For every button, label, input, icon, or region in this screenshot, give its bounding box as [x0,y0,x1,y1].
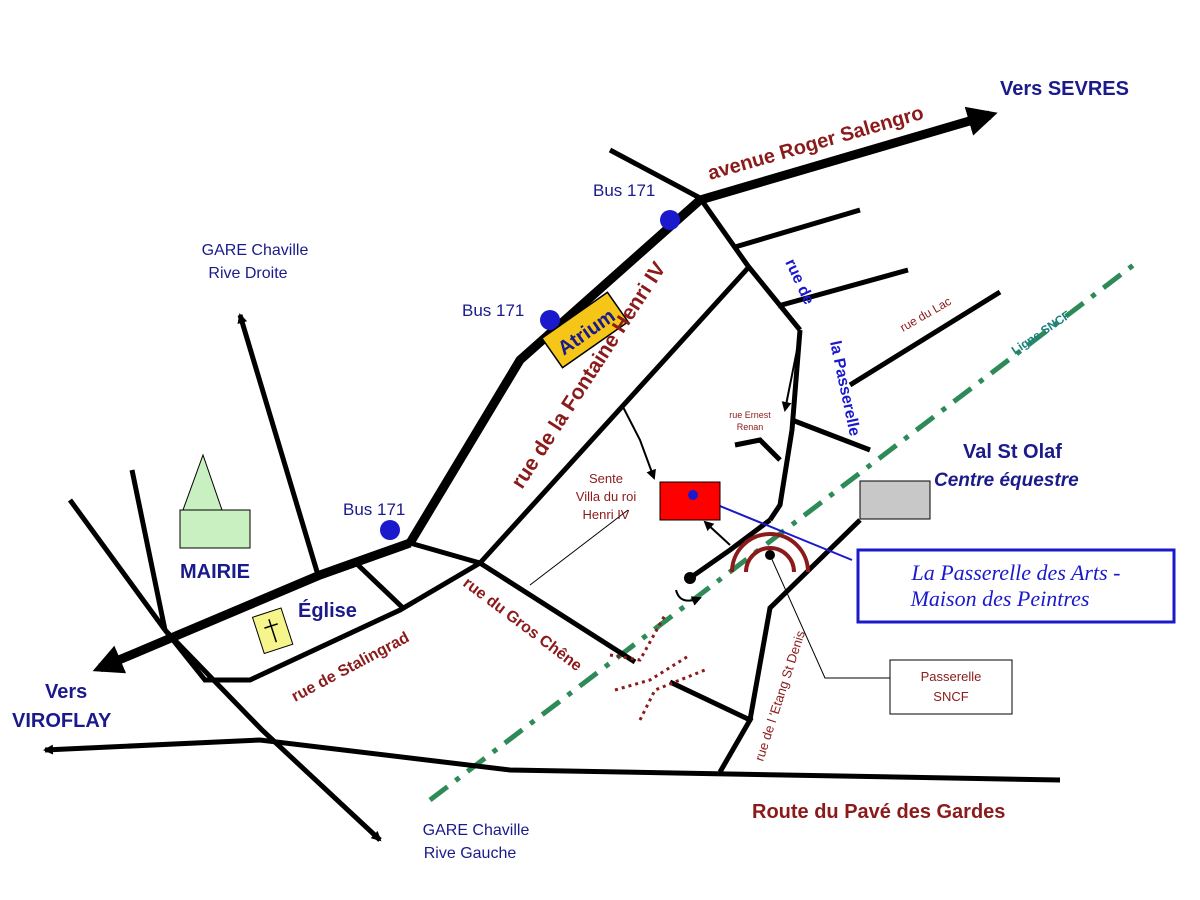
rue-stalingrad-label: rue de Stalingrad [289,629,412,705]
destination-box [856,548,1176,624]
passerelle-sncf-box [889,659,1013,715]
turn-arrow-icon [675,589,702,606]
route-pave-des-gardes-label: Route du Pavé des Gardes [752,801,1005,823]
secondary-roads [43,147,1061,842]
turn-point-icon [684,572,696,584]
sente-line1: Sente [589,471,623,486]
bus-stop-icon [660,210,680,230]
passerelle-sncf-line1: Passerelle [921,669,982,684]
church-cross-icon [251,607,294,655]
renan-label: Renan [737,422,764,432]
vers-sevres-label: Vers SEVRES [1000,78,1129,100]
ligne-sncf-label: Ligne SNCF [1009,308,1073,358]
bus-stop-label: Bus 171 [343,500,405,519]
val-st-olaf-box [859,480,931,520]
destination-marker [659,481,721,521]
destination-box-line2: Maison des Peintres [910,586,1090,611]
avenue-roger-salengro [406,106,998,546]
destination-box-line1: La Passerelle des Arts - [911,560,1121,585]
sente-line3: Henri IV [583,507,630,522]
eglise-label: Église [298,599,357,622]
bus-stop-label: Bus 171 [593,181,655,200]
rue-ernest-label: rue Ernest [729,410,771,420]
mairie-label: MAIRIE [180,561,250,583]
la-passerelle-label: la Passerelle [826,339,863,437]
pointer-arrows [621,344,799,546]
footbridge-arch-icon [730,532,810,573]
viroflay-label: VIROFLAY [12,710,112,732]
gare-rive-droite-line2: Rive Droite [208,265,287,282]
footbridge-crossing [609,614,706,721]
val-st-olaf-label: Val St Olaf [963,441,1062,463]
sente-pointer-line [529,509,629,586]
sncf-rail-line [428,258,1142,802]
centre-equestre-label: Centre équestre [934,470,1079,491]
bus-stop-icon [540,310,560,330]
gare-rive-droite-line1: GARE Chaville [202,242,309,259]
passerelle-sncf-line2: SNCF [933,689,968,704]
destination-point [688,490,698,500]
passerelle-sncf-pointer [769,554,890,679]
gare-rive-gauche-line2: Rive Gauche [424,845,517,862]
bus-stop-icon [380,520,400,540]
bus-stop-label: Bus 171 [462,301,524,320]
sente-line2: Villa du roi [576,489,637,504]
rue-de-label: rue de [781,257,817,308]
vers-label: Vers [45,681,87,703]
gare-rive-gauche-line1: GARE Chaville [423,822,530,839]
rue-etang-st-denis-label: rue de l 'Etang St Denis [752,628,808,763]
mairie-building-icon [179,453,251,549]
